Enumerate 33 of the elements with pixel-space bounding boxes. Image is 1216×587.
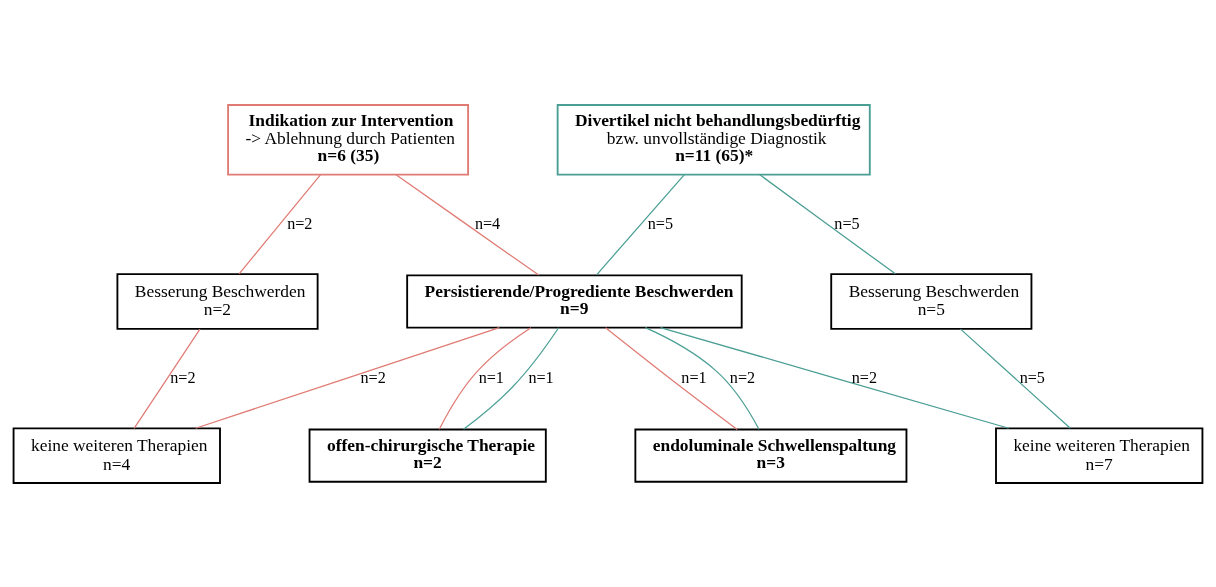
edge-label: n=2 [729,368,756,386]
connector [605,326,738,430]
edge-label: n=5 [834,214,860,232]
connector [659,326,1010,429]
connector [438,326,532,430]
edge-label: n=1 [528,368,554,386]
node-box: Indikation zur Intervention -> Ablehnung durch Patienten n=6 (35) [227,103,470,176]
connector [759,173,896,274]
connector [395,173,540,276]
node-box: Divertikel nicht behandlungsbedürftig bzw. unvollständige Diagnostik n=11 (65)* [556,103,871,176]
edge-label: n=1 [681,368,707,386]
node-box: Besserung Beschwerden n=5 [830,272,1033,330]
edge-label: n=2 [851,368,878,386]
edge-label: n=2 [287,214,313,232]
connector [195,326,500,429]
node-box: offen-chirurgische Therapie n=2 [308,428,547,483]
edge-label: n=2 [170,368,196,386]
connector [596,173,685,275]
edge-label: n=4 [474,214,501,232]
edge-label: n=1 [478,368,504,386]
node-box: keine weiteren Therapien n=7 [995,426,1204,484]
node-box: keine weiteren Therapien n=4 [12,426,221,484]
edge-label: n=5 [1019,368,1045,386]
connector [644,326,760,430]
node-box: endoluminale Schwellenspaltung n=3 [634,428,908,483]
node-box: Persistierende/Progrediente Beschwerden n=9 [406,273,743,328]
edge-label: n=2 [360,368,386,386]
connector [133,328,201,429]
connector [238,173,321,274]
edge-label: n=5 [647,214,674,232]
node-box: Besserung Beschwerden n=2 [116,272,319,330]
connector [462,326,560,430]
connector [959,328,1071,429]
